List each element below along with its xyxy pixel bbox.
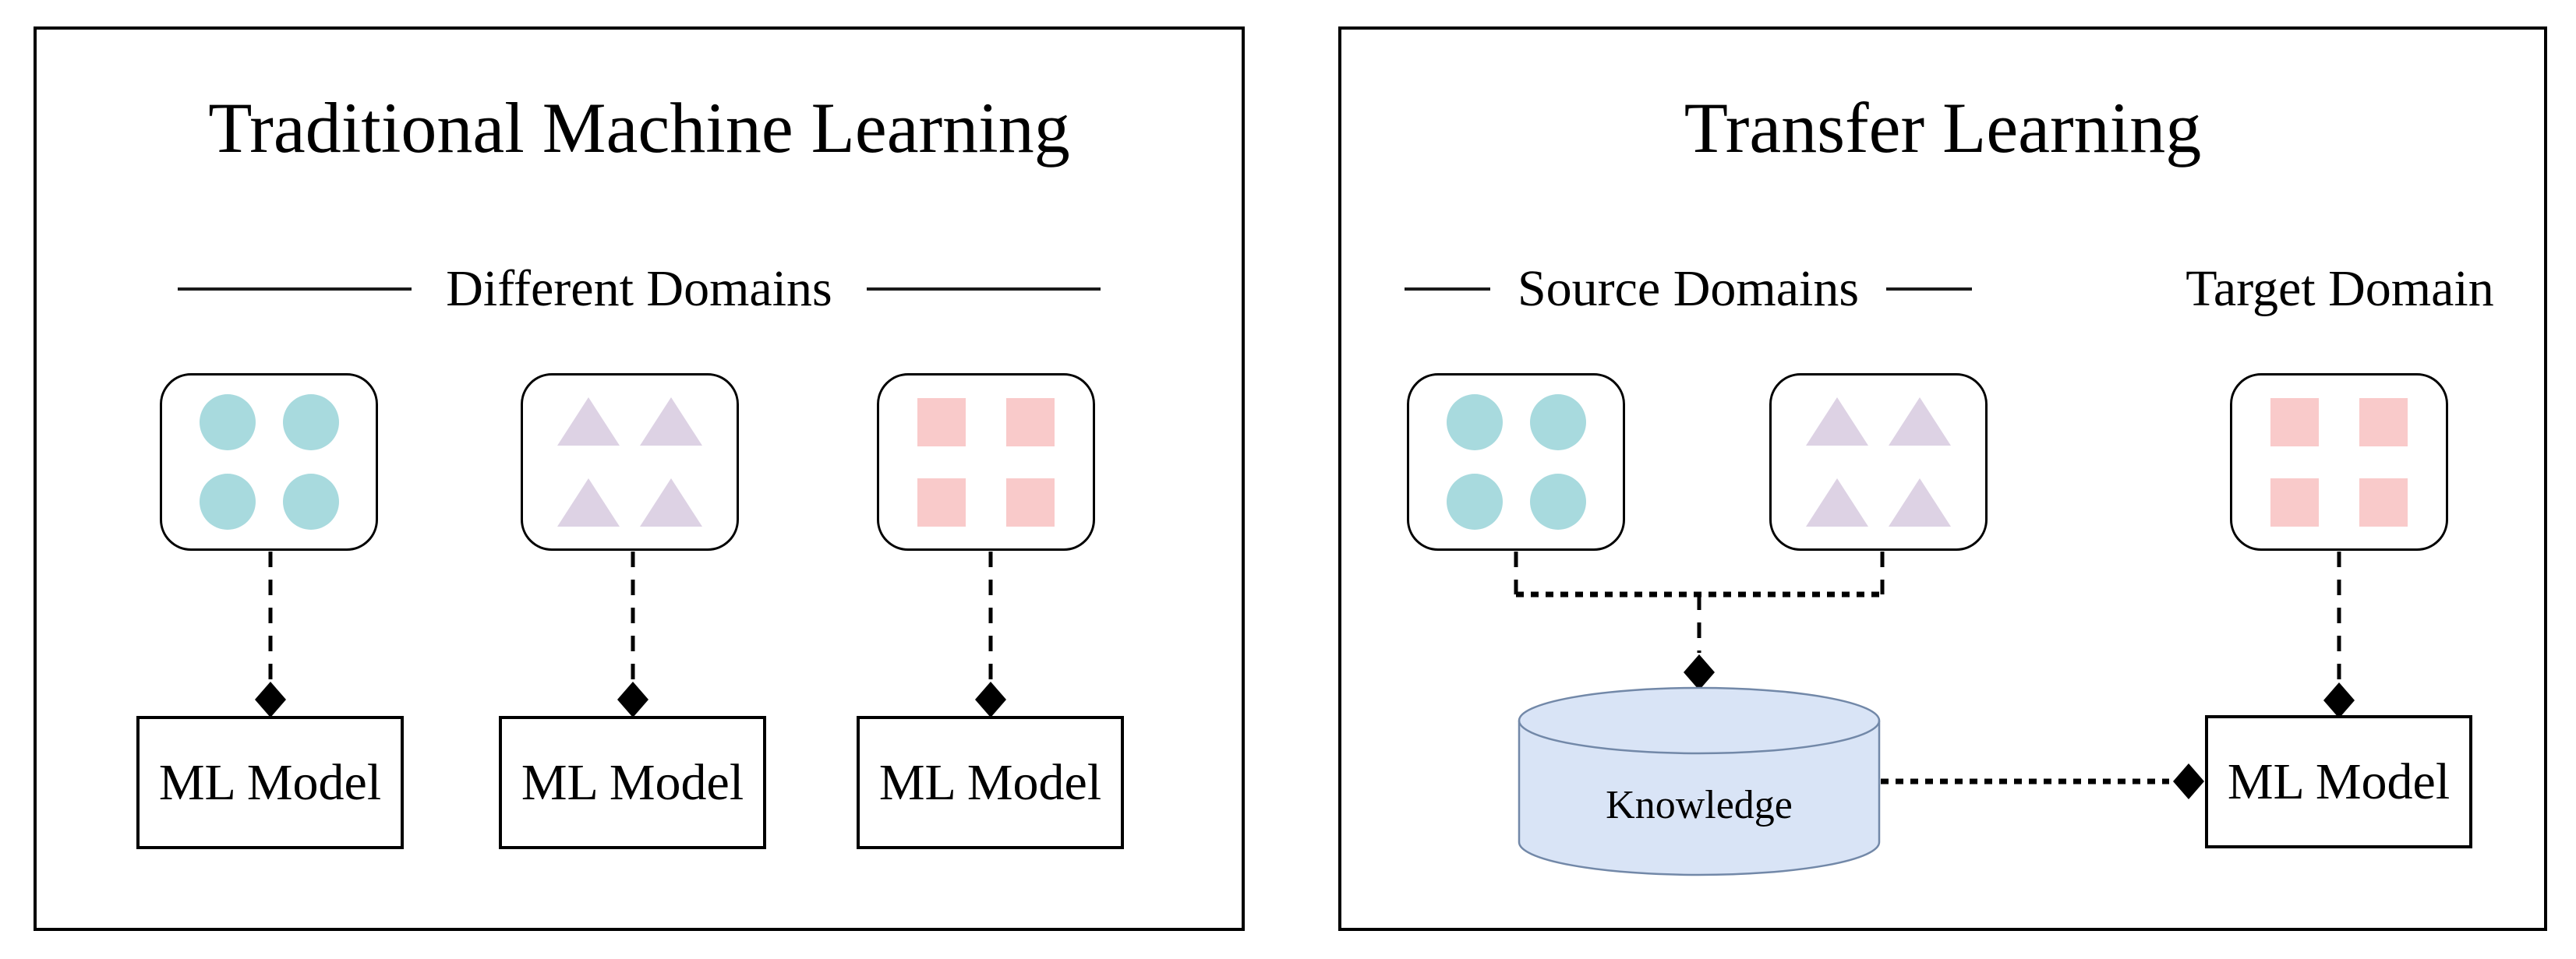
ml-model-box-3: ML Model bbox=[857, 716, 1124, 849]
square-icon bbox=[1006, 478, 1055, 527]
diamond-arrowhead-icon bbox=[2173, 763, 2204, 799]
source-domains-row: Source Domains bbox=[1341, 260, 2035, 317]
diamond-arrowhead-icon bbox=[2323, 682, 2355, 718]
triangle-icon bbox=[1889, 478, 1951, 527]
triangle-icon bbox=[640, 397, 702, 446]
square-icon bbox=[2359, 397, 2408, 446]
source-domain-box-circles bbox=[1407, 373, 1625, 551]
divider-line-left bbox=[178, 287, 412, 291]
knowledge-cylinder bbox=[1518, 686, 1881, 876]
diamond-arrowhead-icon bbox=[617, 682, 648, 717]
divider-line-right bbox=[1886, 287, 1973, 291]
circle-shapes bbox=[1446, 394, 1586, 530]
circle-icon bbox=[1446, 394, 1503, 450]
domain-box-triangles bbox=[521, 373, 739, 551]
ml-model-box-target: ML Model bbox=[2205, 715, 2472, 848]
different-domains-label: Different Domains bbox=[446, 260, 832, 317]
ml-model-box-1: ML Model bbox=[136, 716, 404, 849]
square-shapes bbox=[917, 397, 1055, 527]
ml-model-label: ML Model bbox=[2227, 753, 2451, 810]
triangle-icon bbox=[557, 478, 620, 527]
target-domain-label: Target Domain bbox=[2186, 260, 2494, 317]
circle-icon bbox=[199, 474, 256, 530]
source-domain-box-triangles bbox=[1769, 373, 1988, 551]
square-icon bbox=[917, 397, 966, 446]
domain-box-circles bbox=[160, 373, 378, 551]
target-domain-box-squares bbox=[2230, 373, 2448, 551]
diamond-arrowhead-icon bbox=[255, 682, 286, 717]
divider-line-right bbox=[866, 287, 1101, 291]
circle-icon bbox=[1446, 474, 1503, 530]
diamond-arrowhead-icon bbox=[975, 682, 1006, 717]
ml-model-box-2: ML Model bbox=[499, 716, 766, 849]
left-panel-title: Traditional Machine Learning bbox=[208, 88, 1070, 167]
circle-icon bbox=[282, 474, 339, 530]
square-icon bbox=[2270, 397, 2319, 446]
square-icon bbox=[1006, 397, 1055, 446]
circle-icon bbox=[1529, 394, 1586, 450]
triangle-icon bbox=[557, 397, 620, 446]
square-icon bbox=[917, 478, 966, 527]
circle-shapes bbox=[199, 394, 339, 530]
source-domains-label: Source Domains bbox=[1517, 260, 1860, 317]
circle-icon bbox=[199, 394, 256, 450]
triangle-icon bbox=[1889, 397, 1951, 446]
traditional-ml-panel: Traditional Machine Learning Different D… bbox=[34, 26, 1245, 931]
divider-line-left bbox=[1404, 287, 1490, 291]
domain-box-squares bbox=[877, 373, 1095, 551]
ml-model-label: ML Model bbox=[158, 753, 382, 811]
target-domain-row: Target Domain bbox=[2118, 260, 2562, 317]
triangle-shapes bbox=[557, 397, 702, 527]
square-shapes bbox=[2270, 397, 2408, 527]
transfer-learning-panel: Transfer Learning Source Domains Target … bbox=[1338, 26, 2547, 931]
knowledge-cylinder-top-edge bbox=[1518, 720, 1881, 755]
triangle-shapes bbox=[1806, 397, 1951, 527]
square-icon bbox=[2359, 478, 2408, 527]
diamond-arrowhead-icon bbox=[1684, 654, 1715, 690]
square-icon bbox=[2270, 478, 2319, 527]
ml-model-label: ML Model bbox=[521, 753, 744, 811]
triangle-icon bbox=[1806, 397, 1868, 446]
ml-model-label: ML Model bbox=[878, 753, 1102, 811]
triangle-icon bbox=[640, 478, 702, 527]
circle-icon bbox=[1529, 474, 1586, 530]
triangle-icon bbox=[1806, 478, 1868, 527]
right-panel-title: Transfer Learning bbox=[1684, 88, 2202, 167]
knowledge-label: Knowledge bbox=[1606, 783, 1793, 827]
different-domains-row: Different Domains bbox=[37, 260, 1242, 317]
circle-icon bbox=[282, 394, 339, 450]
